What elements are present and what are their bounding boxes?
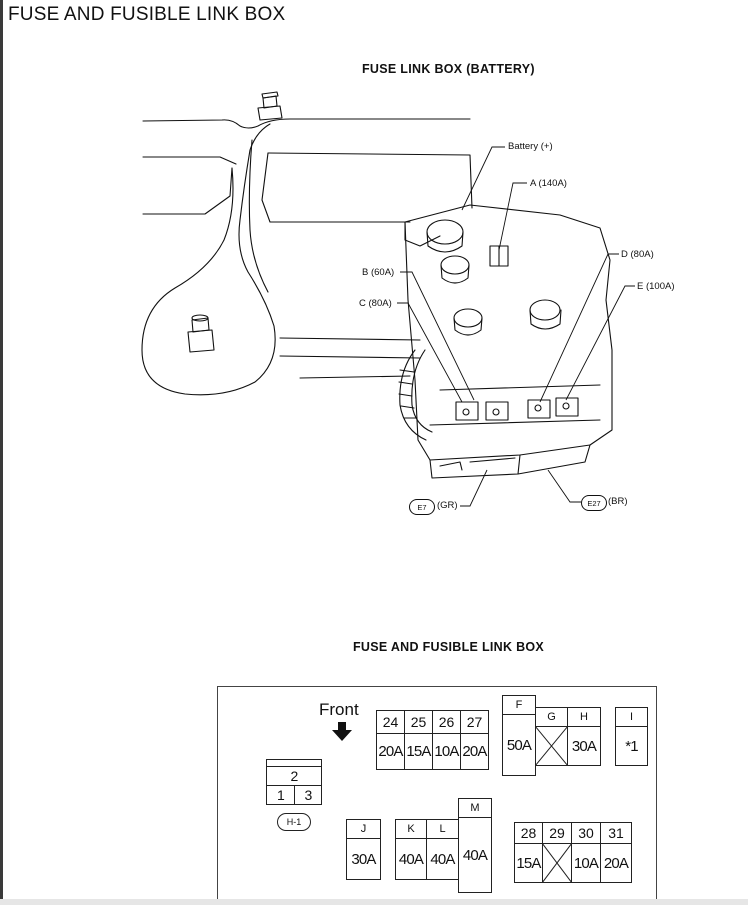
callout-fuse-d: D (80A)	[621, 249, 654, 260]
fuse-g-empty-slot	[535, 726, 568, 766]
fuse-box-section-title: FUSE AND FUSIBLE LINK BOX	[353, 640, 545, 654]
relay-terminal-2: 2	[266, 766, 322, 786]
callout-fuse-a: A (140A)	[530, 178, 567, 189]
fuse-28-number: 28	[514, 822, 543, 844]
callout-battery-positive: Battery (+)	[508, 141, 553, 152]
left-border	[0, 0, 3, 905]
fuse-f-label: F	[502, 695, 536, 715]
fuse-f-rating: 50A	[502, 714, 536, 776]
relay-terminal-1: 1	[266, 785, 295, 805]
fuse-m-label: M	[458, 798, 492, 818]
empty-slot-cross-icon	[535, 726, 568, 766]
fuse-h-label: H	[567, 707, 601, 727]
fuse-l-label: L	[426, 819, 459, 839]
fuse-27-number: 27	[460, 710, 489, 734]
fuse-k-label: K	[395, 819, 427, 839]
fuse-29-empty-slot	[542, 843, 572, 883]
fuse-25-rating: 15A	[404, 733, 433, 770]
front-arrow-icon	[332, 722, 352, 741]
fuse-k-rating: 40A	[395, 838, 427, 880]
fuse-31-number: 31	[600, 822, 632, 844]
fuse-24-rating: 20A	[376, 733, 405, 770]
empty-slot-cross-icon	[542, 843, 572, 883]
fuse-25-number: 25	[404, 710, 433, 734]
fuse-29-number: 29	[542, 822, 572, 844]
fuse-i-rating: *1	[615, 726, 648, 766]
fuse-27-rating: 20A	[460, 733, 489, 770]
fuse-i-label: I	[615, 707, 648, 727]
fuse-24-number: 24	[376, 710, 405, 734]
fuse-28-rating: 15A	[514, 843, 543, 883]
fuse-j-rating: 30A	[346, 838, 381, 880]
bottom-scroll-bar[interactable]	[0, 899, 748, 905]
connector-e7-color: (GR)	[437, 500, 458, 511]
fuse-j-label: J	[346, 819, 381, 839]
relay-terminal-3: 3	[294, 785, 322, 805]
callout-fuse-e: E (100A)	[637, 281, 675, 292]
page-title: FUSE AND FUSIBLE LINK BOX	[8, 4, 286, 25]
fuse-m-rating: 40A	[458, 817, 492, 893]
callout-fuse-b: B (60A)	[362, 267, 395, 278]
relay-h1-badge: H-1	[277, 813, 311, 831]
fuse-g-label: G	[535, 707, 568, 727]
fuse-l-rating: 40A	[426, 838, 459, 880]
connector-e27-badge: E27	[581, 495, 607, 511]
fuse-30-rating: 10A	[571, 843, 601, 883]
fuse-31-rating: 20A	[600, 843, 632, 883]
connector-e7-badge: E7	[409, 499, 435, 515]
front-label: Front	[319, 700, 359, 719]
fuse-30-number: 30	[571, 822, 601, 844]
battery-section-title: FUSE LINK BOX (BATTERY)	[362, 62, 535, 76]
battery-fuse-link-illustration	[141, 91, 635, 507]
fuse-h-rating: 30A	[567, 726, 601, 766]
callout-fuse-c: C (80A)	[359, 298, 392, 309]
fuse-26-number: 26	[432, 710, 461, 734]
connector-e27-color: (BR)	[608, 496, 628, 507]
fuse-26-rating: 10A	[432, 733, 461, 770]
